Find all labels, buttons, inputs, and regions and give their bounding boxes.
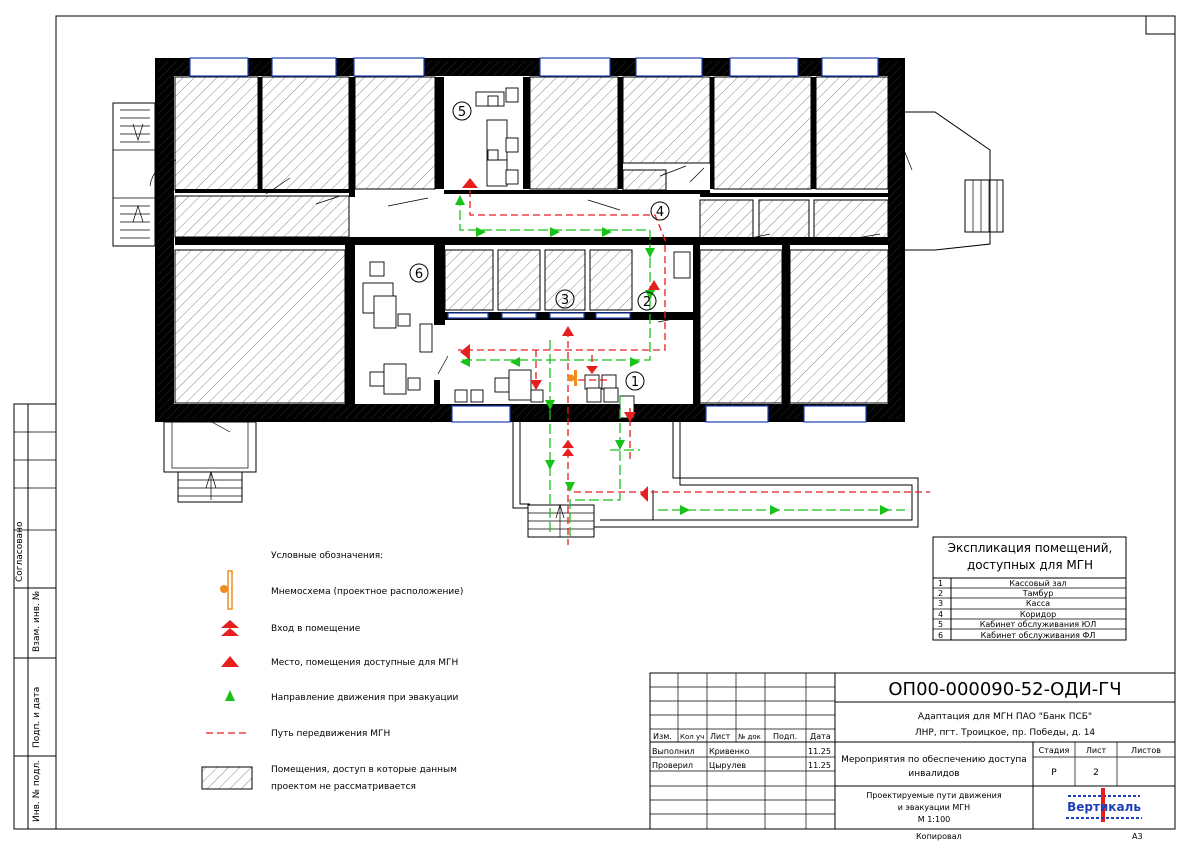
main-entrance [512, 422, 919, 538]
header-podp: Подп. [773, 732, 797, 741]
explication-name-3: Касса [1026, 599, 1050, 608]
header-kol: Кол уч [680, 733, 704, 741]
legend-label-mnemo: Мнемосхема (проектное расположение) [271, 587, 463, 597]
windows [189, 57, 879, 423]
copied-label: Копировал [916, 832, 962, 841]
explication-name-1: Кассовый зал [1009, 579, 1066, 588]
title-block: ОП00-000090-52-ОДИ-ГЧ Адаптация для МГН … [649, 672, 1176, 841]
room-marker-6: 6 [415, 267, 423, 282]
legend-label-inaccessible: Помещения, доступ в которые данным [271, 765, 457, 775]
explication-table: Экспликация помещений, доступных для МГН… [932, 536, 1127, 641]
explication-title-2: доступных для МГН [967, 558, 1093, 572]
room-marker-5: 5 [458, 105, 466, 120]
mnemo-icon [227, 570, 233, 610]
legend-label-inaccessible-2: проектом не рассматривается [271, 782, 416, 792]
room-marker-2: 2 [643, 295, 651, 310]
mgn-paths [458, 190, 930, 545]
explication-name-2: Тамбур [1022, 589, 1054, 598]
role-2-date: 11.25 [808, 761, 831, 770]
explication-num-5: 5 [938, 620, 943, 629]
format-label: А3 [1132, 832, 1143, 841]
role-2-name: Цырулев [709, 761, 746, 770]
stamp-inv-orig: Инв. № подл. [32, 760, 42, 822]
door-swings [149, 149, 913, 433]
mnemo-markers [567, 370, 577, 386]
stamp-agreed: Согласовано [15, 521, 25, 582]
role-1-date: 11.25 [808, 747, 831, 756]
left-staircase [112, 102, 156, 247]
legend-item-mnemo: Мнемосхема (проектное расположение) [220, 570, 463, 610]
stamp-inv-replace: Взам. инв. № [32, 591, 42, 652]
header-izm: Изм. [653, 732, 672, 741]
accessible-triangle-icon [221, 656, 239, 667]
room-markers: 1 2 3 4 5 6 [409, 101, 670, 391]
project-line-2: ЛНР, пгт. Троицкое, пр. Победы, д. 14 [915, 728, 1096, 738]
company-logo: Вертикаль [1066, 788, 1142, 822]
drawing-title-2: и эвакуации МГН [898, 803, 970, 812]
legend-item-accessible: Место, помещения доступные для МГН [221, 656, 458, 668]
explication-name-6: Кабинет обслуживания ФЛ [981, 631, 1096, 640]
inaccessible-rooms [174, 76, 889, 404]
explication-num-1: 1 [938, 579, 943, 588]
stage-value: Р [1051, 768, 1057, 778]
sheet-value: 2 [1093, 768, 1099, 778]
explication-num-3: 3 [938, 599, 943, 608]
hatched-area-icon [201, 766, 253, 790]
legend-label-entrance: Вход в помещение [271, 624, 361, 634]
legend-title: Условные обозначения: [271, 551, 383, 561]
legend: Условные обозначения: Мнемосхема (проект… [201, 551, 463, 792]
role-2: Проверил [652, 761, 693, 770]
right-porch [905, 111, 1004, 251]
doc-title-1: Мероприятия по обеспечению доступа [841, 755, 1027, 765]
legend-label-mgn-path: Путь передвижения МГН [271, 729, 390, 739]
project-line-1: Адаптация для МГН ПАО "Банк ПСБ" [918, 712, 1092, 722]
stamp-sign-date: Подп. и дата [32, 687, 42, 748]
floor-plan [112, 57, 1004, 538]
drawing-scale: М 1:100 [918, 815, 951, 824]
legend-item-inaccessible: Помещения, доступ в которые данным проек… [201, 765, 457, 792]
legend-label-accessible: Место, помещения доступные для МГН [271, 658, 458, 668]
evacuation-triangle-icon [225, 690, 235, 701]
explication-num-6: 6 [938, 631, 943, 640]
sheets-label: Листов [1131, 746, 1161, 755]
legend-item-mgn-path: Путь передвижения МГН [206, 729, 390, 739]
entrance-arrow-icon [221, 620, 239, 636]
room-marker-3: 3 [561, 293, 569, 308]
room-marker-4: 4 [656, 205, 664, 220]
side-stamp: Согласовано Взам. инв. № Подп. и дата Ин… [13, 403, 57, 830]
bottom-left-porch [163, 421, 257, 503]
explication-name-4: Коридор [1020, 610, 1056, 619]
explication-title-1: Экспликация помещений, [948, 541, 1113, 555]
sheet-label: Лист [1086, 746, 1107, 755]
room-marker-1: 1 [631, 375, 639, 390]
drawing-title-1: Проектируемые пути движения [866, 791, 1002, 800]
entrance-arrows [460, 178, 660, 502]
explication-name-5: Кабинет обслуживания ЮЛ [980, 620, 1097, 629]
doc-title-2: инвалидов [908, 769, 959, 779]
stage-label: Стадия [1039, 746, 1070, 755]
explication-num-2: 2 [938, 589, 943, 598]
header-list: Лист [710, 732, 731, 741]
role-1: Выполнил [652, 747, 695, 756]
explication-num-4: 4 [938, 610, 943, 619]
legend-item-evacuation: Направление движения при эвакуации [225, 690, 458, 703]
doc-code: ОП00-000090-52-ОДИ-ГЧ [888, 679, 1121, 700]
header-data: Дата [810, 732, 831, 741]
header-ndok: № док [738, 733, 761, 741]
company-name: Вертикаль [1067, 800, 1141, 814]
legend-item-entrance: Вход в помещение [221, 620, 361, 636]
furniture [362, 87, 691, 419]
legend-label-evacuation: Направление движения при эвакуации [271, 693, 458, 703]
role-1-name: Кривенко [709, 747, 750, 756]
